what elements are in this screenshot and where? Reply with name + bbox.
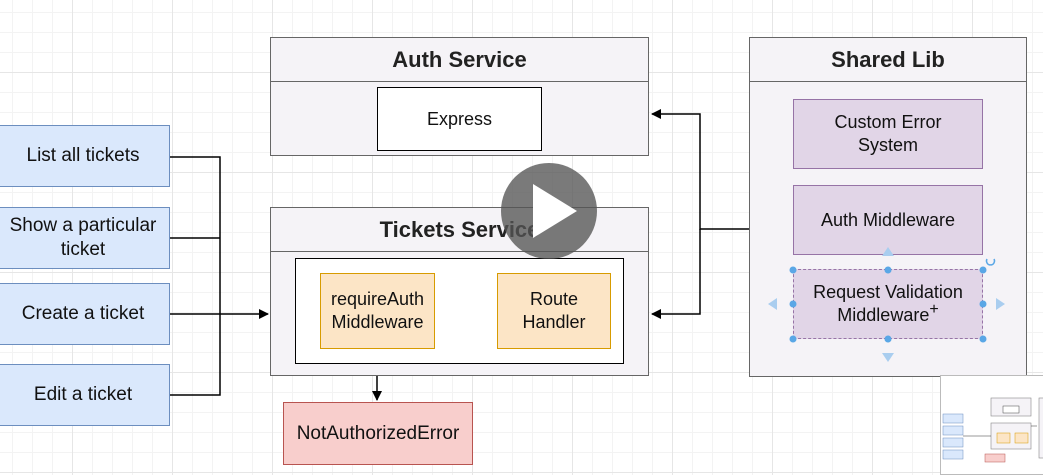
not-authorized-error-box[interactable]: NotAuthorizedError: [283, 402, 473, 465]
resize-handle-icon: [884, 266, 892, 274]
request-label: List all tickets: [26, 145, 140, 166]
connector-list-tickets: [170, 156, 221, 314]
play-icon: [533, 184, 577, 238]
error-label: NotAuthorizedError: [296, 422, 460, 444]
auth-middleware-box[interactable]: Auth Middleware: [793, 185, 983, 255]
request-show-particular-ticket[interactable]: Show a particular ticket: [0, 207, 170, 269]
resize-handle-icon: [789, 300, 797, 308]
route-handler-label: Route Handler: [522, 289, 586, 332]
connector-edit-ticket: [170, 314, 221, 396]
connector-shared-lib: [651, 109, 749, 230]
auth-service-title: Auth Service: [271, 38, 648, 82]
resize-handle-icon: [884, 335, 892, 343]
connection-arrows-icon: [768, 247, 1005, 362]
request-validation-label-wrap: Request Validation Middleware+: [798, 281, 978, 327]
require-auth-middleware-box[interactable]: requireAuth Middleware: [320, 273, 435, 349]
shared-lib-title: Shared Lib: [750, 38, 1026, 82]
request-label: Edit a ticket: [33, 384, 133, 405]
request-label: Show a particular ticket: [9, 215, 157, 260]
custom-error-system-label: Custom Error System: [834, 112, 942, 155]
auth-middleware-label: Auth Middleware: [820, 209, 956, 230]
request-list-all-tickets[interactable]: List all tickets: [0, 125, 170, 187]
resize-handle-icon: [789, 266, 797, 274]
resize-handle-icon: [789, 335, 797, 343]
request-create-ticket[interactable]: Create a ticket: [0, 283, 170, 345]
resize-handle-icon: [979, 335, 987, 343]
custom-error-system-box[interactable]: Custom Error System: [793, 99, 983, 169]
require-auth-label: requireAuth Middleware: [330, 289, 425, 332]
resize-handle-icon: [979, 266, 987, 274]
rotate-handle-icon: [985, 258, 996, 266]
diagram-thumbnail-preview[interactable]: [940, 375, 1043, 475]
connector-shared-to-tickets: [651, 229, 701, 319]
express-box[interactable]: Express: [377, 87, 542, 151]
resize-handle-icon: [979, 300, 987, 308]
text-cursor-plus-icon: +: [929, 301, 939, 318]
route-handler-box[interactable]: Route Handler: [497, 273, 611, 349]
express-label: Express: [426, 108, 493, 129]
thumbnail-minimap-icon: [942, 397, 1043, 463]
request-validation-label: Request Validation Middleware: [813, 282, 963, 325]
request-label: Create a ticket: [21, 303, 145, 324]
request-edit-ticket[interactable]: Edit a ticket: [0, 364, 170, 426]
